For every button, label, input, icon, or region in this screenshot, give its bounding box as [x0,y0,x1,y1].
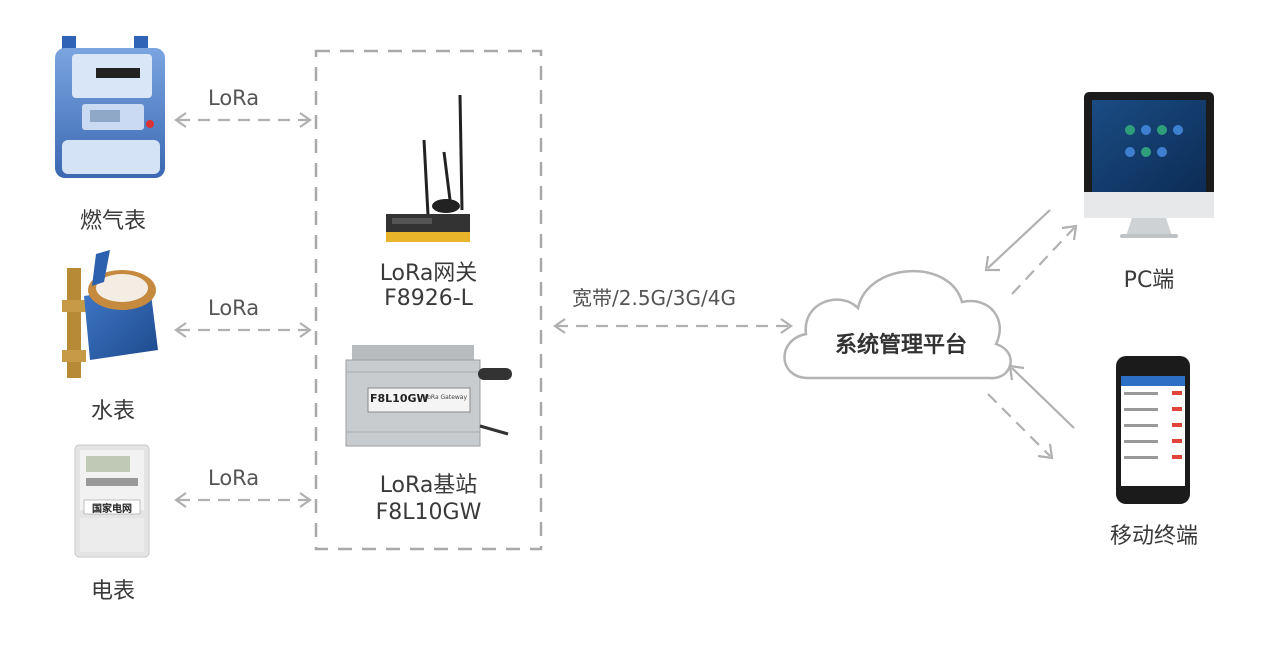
lora-base-station-icon [345,345,512,447]
pc-link [984,209,1078,295]
electric-meter-label: 电表 [90,579,135,604]
lora-link-water [174,322,312,338]
lora-link-electric [174,492,312,508]
gas-meter-label: 燃气表 [79,209,146,234]
gateway-name: LoRa网关 [379,261,478,286]
base-station-name: LoRa基站 [379,473,478,498]
lora-label-gas: LoRa [208,86,260,110]
broadband-link [553,318,793,334]
base-station-model: F8L10GW [375,500,482,525]
mobile-phone-icon [1116,356,1190,504]
water-meter-label: 水表 [90,399,135,424]
lora-link-gas [174,112,312,128]
lora-label-electric: LoRa [208,466,260,490]
base-station-plate-sub: LoRa Gateway [424,394,468,401]
gateway-model: F8926-L [384,286,473,311]
water-meter-icon [62,250,158,378]
platform-label: 系统管理平台 [834,333,967,358]
mobile-label: 移动终端 [1109,524,1198,549]
gas-meter-icon [55,36,165,178]
pc-monitor-icon [1084,92,1214,238]
lora-label-water: LoRa [208,296,260,320]
broadband-label: 宽带/2.5G/3G/4G [572,286,736,310]
pc-label: PC端 [1123,268,1175,293]
mobile-link [987,364,1075,460]
lora-gateway-icon [386,94,470,242]
electric-meter-face-text: 国家电网 [92,504,132,515]
cloud-icon [783,270,1012,380]
electric-meter-icon [74,444,150,558]
base-station-plate-text: F8L10GW [370,392,429,405]
